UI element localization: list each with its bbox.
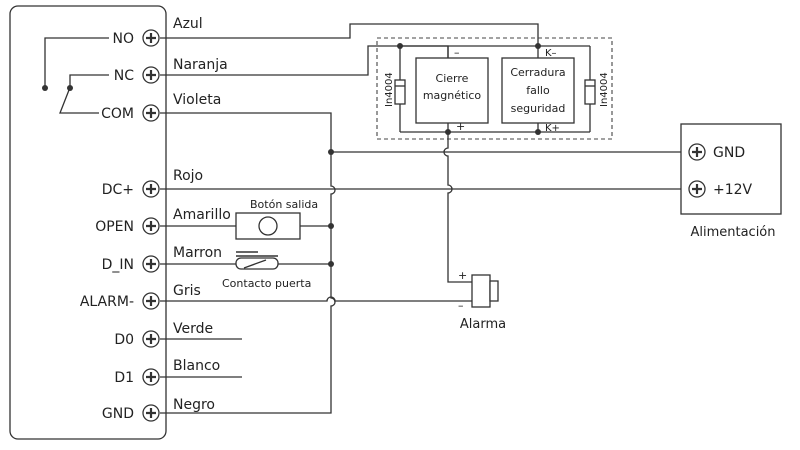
terminal-com: COM	[101, 104, 160, 122]
screw-terminal-icon	[142, 180, 160, 198]
terminal-label: DC+	[102, 182, 134, 198]
screw-terminal-icon	[688, 180, 706, 198]
wire-label-dcplus: Rojo	[173, 168, 203, 184]
power-gnd-label: GND	[713, 145, 745, 161]
wire-alarm	[160, 296, 472, 302]
power-12v-label: +12V	[713, 182, 753, 198]
terminal-nc: NC	[114, 66, 160, 84]
screw-terminal-icon	[142, 104, 160, 122]
screw-terminal-icon	[142, 29, 160, 47]
fail-secure-lock-label-2: fallo	[526, 84, 550, 97]
terminal-open: OPEN	[95, 217, 160, 235]
terminal-din: D_IN	[102, 255, 160, 273]
alarm-plus: +	[458, 269, 467, 282]
internal-relay-contact	[42, 37, 109, 114]
fail-secure-lock-kminus: K–	[545, 48, 557, 59]
terminal-label: D_IN	[102, 257, 134, 273]
wire-com-bus	[160, 112, 336, 414]
junction-dot	[328, 149, 334, 155]
alarm-icon	[471, 274, 491, 308]
terminal-label: OPEN	[95, 219, 134, 235]
wire-label-alarm: Gris	[173, 283, 201, 299]
terminal-label: NC	[114, 68, 134, 84]
alarm-minus: –	[458, 299, 464, 312]
power-supply-label: Alimentación	[690, 225, 775, 240]
screw-terminal-icon	[142, 368, 160, 386]
wire-label-d0: Verde	[173, 321, 213, 337]
controller-body	[9, 5, 167, 440]
magnetic-lock-plus: +	[456, 120, 465, 133]
terminal-d1: D1	[114, 368, 160, 386]
wire-label-din: Marron	[173, 245, 222, 261]
wire-label-com: Violeta	[173, 92, 221, 108]
terminal-label: D0	[114, 332, 134, 348]
magnetic-lock-label-1: Cierre	[436, 72, 469, 85]
screw-terminal-icon	[142, 217, 160, 235]
magnetic-lock-box	[415, 57, 489, 124]
power-supply-box	[680, 123, 782, 215]
screw-terminal-icon	[142, 330, 160, 348]
terminal-label: ALARM-	[80, 294, 134, 310]
screw-terminal-icon	[142, 404, 160, 422]
diode-left-icon	[394, 79, 406, 105]
wire-label-d1: Blanco	[173, 358, 220, 374]
fail-secure-lock-kplus: K+	[545, 123, 560, 134]
fail-secure-lock-label-1: Cerradura	[510, 66, 565, 79]
wire-lock-plus	[443, 132, 472, 283]
terminal-no: NO	[113, 29, 160, 47]
wire-label-no: Azul	[173, 16, 203, 32]
terminal-alarm: ALARM-	[80, 292, 160, 310]
magnetic-lock-label-2: magnético	[423, 89, 482, 102]
door-contact-bar-icon	[236, 251, 278, 257]
diode-left-label: In4004	[384, 72, 395, 107]
alarm-label: Alarma	[460, 317, 506, 332]
diode-right-icon	[584, 79, 596, 105]
magnetic-lock-minus: –	[454, 46, 460, 59]
diode-right-label: In4004	[599, 72, 610, 107]
screw-terminal-icon	[142, 255, 160, 273]
fail-secure-lock-label-3: seguridad	[511, 102, 566, 115]
locks-group-border	[376, 37, 613, 140]
screw-terminal-icon	[688, 143, 706, 161]
wire-label-open: Amarillo	[173, 207, 231, 223]
door-contact-label: Contacto puerta	[222, 277, 311, 290]
screw-terminal-icon	[142, 66, 160, 84]
terminal-d0: D0	[114, 330, 160, 348]
terminal-label: D1	[114, 370, 134, 386]
wire-no	[160, 23, 539, 46]
screw-terminal-icon	[142, 292, 160, 310]
terminal-label: NO	[113, 31, 135, 47]
terminal-dcplus: DC+	[102, 180, 160, 198]
terminal-label: GND	[102, 406, 134, 422]
wire-label-gnd: Negro	[173, 397, 215, 413]
terminal-gnd: GND	[102, 404, 160, 422]
terminal-label: COM	[101, 106, 134, 122]
exit-button-label: Botón salida	[250, 198, 318, 211]
wire-label-nc: Naranja	[173, 57, 228, 73]
